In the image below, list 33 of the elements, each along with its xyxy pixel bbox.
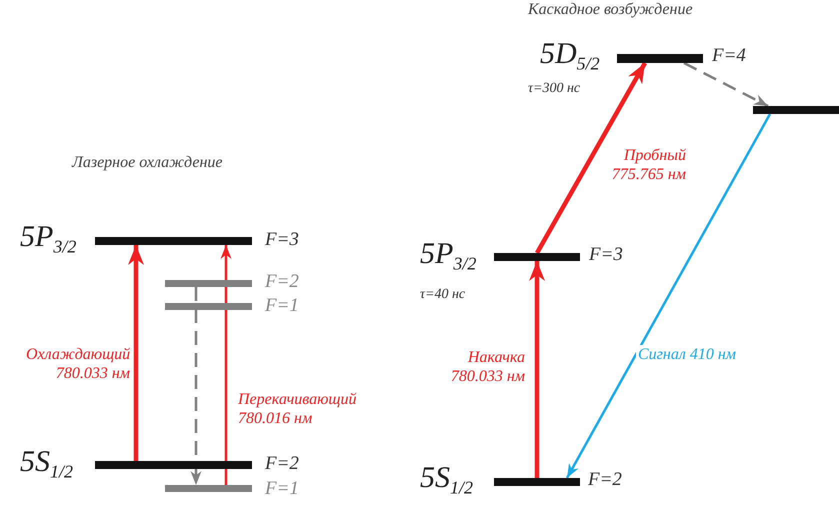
section-heading: Лазерное охлаждение	[72, 155, 222, 172]
transition-arrow	[220, 245, 232, 485]
energy-level-bar	[617, 54, 703, 63]
hyperfine-label: F=4	[712, 46, 746, 66]
transition-arrow	[535, 62, 647, 254]
energy-level-bar	[95, 237, 252, 245]
level-name: 5P$_{3/2}$	[420, 238, 476, 274]
transition-arrow	[683, 62, 769, 108]
lifetime-label: τ=300 нс	[528, 82, 580, 97]
energy-level-bar	[165, 280, 252, 287]
energy-level-bar	[95, 461, 252, 469]
hyperfine-label: F=2	[588, 470, 622, 490]
lifetime-label: τ=40 нс	[420, 288, 466, 303]
hyperfine-label: F=3	[265, 230, 299, 250]
energy-level-bar	[494, 253, 580, 261]
hyperfine-label: F=2	[265, 272, 299, 292]
section-heading: Каскадное возбуждение	[528, 2, 693, 19]
level-name: 5D$_{5/2}$	[540, 38, 600, 74]
hyperfine-label: F=2	[265, 454, 299, 474]
energy-level-bar	[165, 485, 252, 492]
level-name: 5P$_{3/2}$	[20, 221, 76, 256]
energy-level-bar	[494, 478, 580, 486]
hyperfine-label: F=1	[265, 479, 299, 499]
energy-level-bar	[165, 303, 252, 310]
transition-arrow	[128, 245, 144, 461]
hyperfine-label: F=1	[265, 296, 299, 316]
hyperfine-label: F=3	[589, 245, 623, 265]
energy-level-bar	[753, 106, 839, 114]
transition-arrow	[566, 113, 772, 479]
level-name: 5S$_{1/2}$	[20, 446, 74, 482]
transition-arrow	[529, 261, 545, 478]
transition-arrow	[190, 287, 202, 485]
level-name: 5S$_{1/2}$	[420, 462, 474, 498]
